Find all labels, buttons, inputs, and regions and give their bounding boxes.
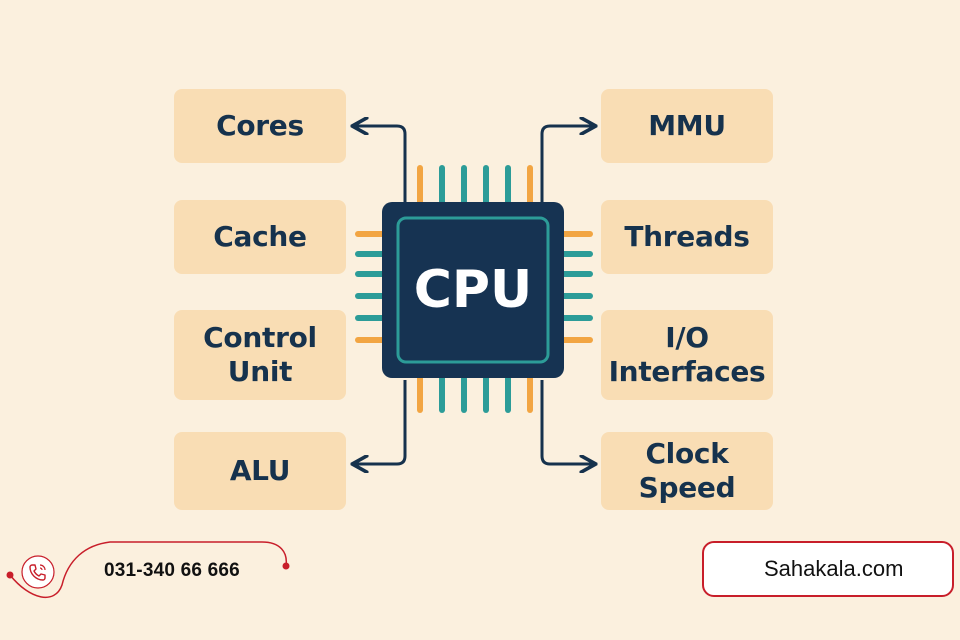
cpu-chip — [382, 202, 564, 378]
arrow-to-clock-speed — [540, 380, 594, 464]
website-badge[interactable] — [702, 541, 954, 597]
component-label: MMU — [648, 109, 726, 142]
component-label-line-1: Clock — [645, 437, 729, 470]
chip-pins-bottom — [417, 371, 533, 413]
website-link[interactable]: Sahakala.com — [764, 556, 904, 581]
component-label: Cache — [213, 220, 307, 253]
chip-pins-left — [355, 231, 389, 343]
component-label: Cores — [216, 109, 304, 142]
arrow-to-mmu — [540, 126, 594, 206]
component-io-interfaces: I/O Interfaces — [601, 310, 773, 400]
phone-icon — [29, 564, 46, 581]
cpu-label: CPU — [414, 260, 533, 320]
component-control-unit: Control Unit — [174, 310, 346, 400]
component-alu: ALU — [174, 432, 346, 510]
component-label: ALU — [229, 454, 291, 487]
phone-badge-dot-left — [6, 571, 14, 579]
chip-pins-top — [417, 165, 533, 207]
phone-icon-circle — [21, 555, 55, 589]
component-label-line-1: I/O — [665, 321, 709, 354]
phone-number-link[interactable]: 031-340 66 666 — [104, 560, 240, 581]
component-cache: Cache — [174, 200, 346, 274]
component-clock-speed: Clock Speed — [601, 432, 773, 510]
component-mmu: MMU — [601, 89, 773, 163]
phone-badge-dot-right — [282, 562, 290, 570]
cpu-chip-inner — [396, 216, 550, 364]
component-label: Threads — [624, 220, 750, 253]
component-cores: Cores — [174, 89, 346, 163]
chip-pins-right — [559, 231, 593, 343]
arrow-to-cores — [354, 126, 407, 206]
arrow-to-alu — [354, 380, 407, 464]
component-label-line-2: Speed — [638, 471, 736, 504]
component-label-line-2: Unit — [227, 355, 293, 388]
component-label-line-2: Interfaces — [608, 355, 766, 388]
phone-badge-curve — [9, 541, 288, 599]
component-label-line-1: Control — [203, 321, 317, 354]
component-threads: Threads — [601, 200, 773, 274]
